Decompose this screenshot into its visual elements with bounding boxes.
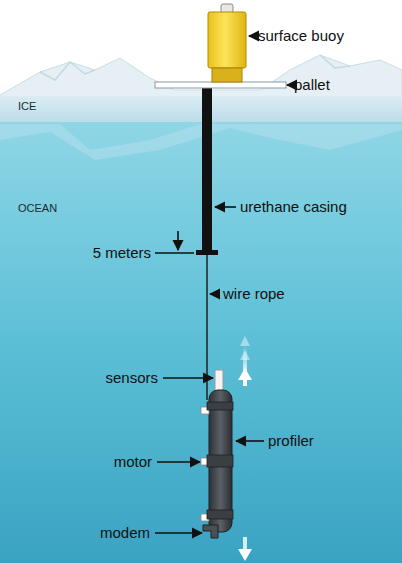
modem (203, 525, 218, 538)
part-label: pallet (294, 76, 330, 94)
urethane-casing (202, 86, 212, 252)
part-label: motor (114, 453, 152, 471)
leader-line (249, 35, 254, 37)
part-label: profiler (268, 432, 314, 450)
dimension-label: 5 meters (93, 244, 151, 262)
pallet (155, 82, 286, 88)
leader-line (236, 440, 264, 442)
part-label: surface buoy (258, 27, 344, 45)
dimension-line (155, 252, 194, 254)
ice-underside (0, 124, 402, 160)
casing-end (196, 250, 218, 255)
sky (0, 0, 402, 125)
dimension-arrow (177, 231, 179, 250)
part-label: urethane casing (240, 198, 347, 216)
up-arrow-stem (243, 380, 247, 386)
ice-layer (0, 96, 402, 124)
leader-line (215, 206, 236, 208)
up-arrow (238, 368, 252, 380)
region-label: ICE (18, 100, 36, 113)
leader-line (287, 84, 290, 86)
ocean (0, 122, 402, 563)
sensors (215, 370, 223, 392)
leader-line (155, 532, 202, 534)
surface-buoy (208, 12, 246, 68)
profiler-band (207, 455, 233, 467)
down-arrow-stem (243, 537, 247, 551)
leader-line (163, 377, 213, 379)
snow-mountains (0, 55, 402, 100)
leader-line (210, 293, 219, 295)
part-label: modem (100, 524, 150, 542)
down-arrow (238, 549, 252, 561)
profiler-band (207, 510, 233, 519)
leader-lines (155, 36, 290, 533)
profiler-band (207, 402, 233, 410)
part-label: wire rope (223, 285, 285, 303)
region-label: OCEAN (18, 202, 57, 215)
part-label: sensors (105, 369, 158, 387)
buoy-base (212, 68, 242, 82)
leader-line (157, 461, 200, 463)
